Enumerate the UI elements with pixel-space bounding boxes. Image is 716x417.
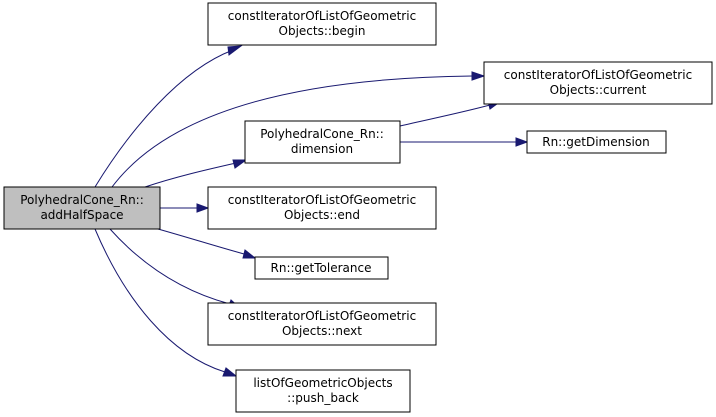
node-dimension-line2: dimension xyxy=(291,142,353,156)
node-push-back[interactable]: listOfGeometricObjects ::push_back xyxy=(235,369,411,413)
node-current-line2: Objects::current xyxy=(550,83,647,97)
node-get-tolerance[interactable]: Rn::getTolerance xyxy=(254,256,389,280)
edge-add-half-space-to-get-tolerance xyxy=(157,228,257,259)
node-next-line1: constIteratorOfListOfGeometric xyxy=(228,309,416,323)
node-current-line1: constIteratorOfListOfGeometric xyxy=(504,68,692,82)
node-end-line2: Objects::end xyxy=(284,208,360,222)
node-end[interactable]: constIteratorOfListOfGeometric Objects::… xyxy=(207,186,437,230)
edge-dimension-to-get-dimension xyxy=(400,137,529,147)
edge-dimension-to-current xyxy=(399,100,503,127)
node-add-half-space-line2: addHalfSpace xyxy=(40,208,123,222)
node-get-dimension[interactable]: Rn::getDimension xyxy=(526,130,667,154)
node-add-half-space[interactable]: PolyhedralCone_Rn:: addHalfSpace xyxy=(3,186,161,230)
node-begin-line2: Objects::begin xyxy=(279,24,366,38)
node-begin[interactable]: constIteratorOfListOfGeometric Objects::… xyxy=(207,2,437,46)
node-dimension[interactable]: PolyhedralCone_Rn:: dimension xyxy=(244,120,401,164)
node-add-half-space-line1: PolyhedralCone_Rn:: xyxy=(20,193,144,207)
node-push-back-line2: ::push_back xyxy=(287,391,359,405)
edge-add-half-space-to-next xyxy=(109,228,243,310)
node-next-line2: Objects::next xyxy=(282,324,362,338)
node-current[interactable]: constIteratorOfListOfGeometric Objects::… xyxy=(483,61,713,105)
node-get-tolerance-line1: Rn::getTolerance xyxy=(271,261,372,275)
edge-add-half-space-to-dimension xyxy=(144,159,248,188)
node-push-back-line1: listOfGeometricObjects xyxy=(253,376,392,390)
edge-add-half-space-to-push-back xyxy=(94,228,238,377)
node-get-dimension-line1: Rn::getDimension xyxy=(542,135,650,149)
nodes: PolyhedralCone_Rn:: addHalfSpace constIt… xyxy=(3,2,713,413)
edge-add-half-space-to-current xyxy=(111,71,486,188)
node-dimension-line1: PolyhedralCone_Rn:: xyxy=(260,127,384,141)
node-next[interactable]: constIteratorOfListOfGeometric Objects::… xyxy=(207,302,437,346)
edge-add-half-space-to-begin xyxy=(94,45,243,188)
node-begin-line1: constIteratorOfListOfGeometric xyxy=(228,9,416,23)
node-end-line1: constIteratorOfListOfGeometric xyxy=(228,193,416,207)
edge-add-half-space-to-end xyxy=(160,203,210,213)
